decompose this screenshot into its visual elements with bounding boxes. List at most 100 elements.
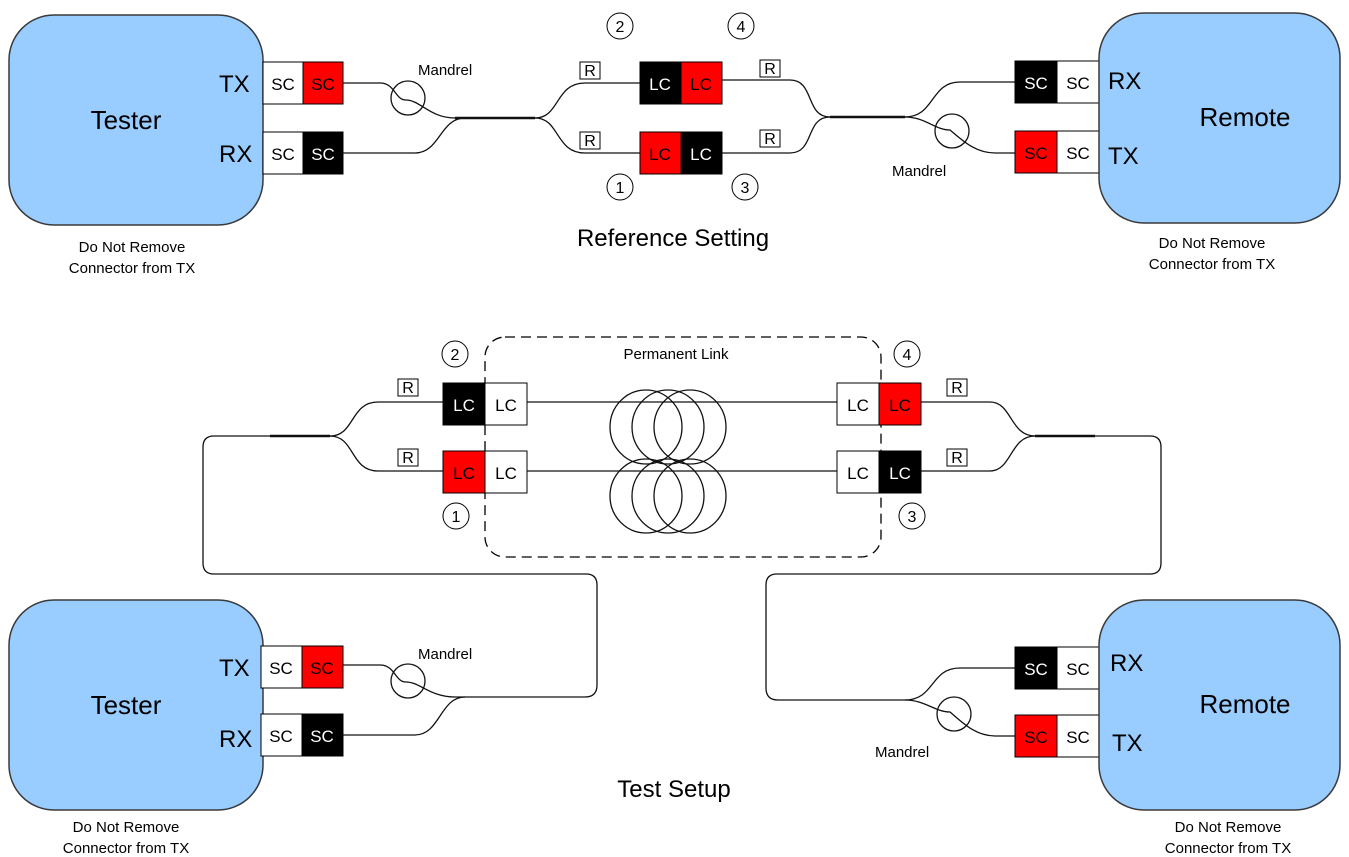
number-3: 3 — [908, 509, 917, 526]
lc-connector-red — [639, 131, 682, 175]
sc-connector-red — [301, 645, 344, 689]
sc-label: SC — [269, 659, 293, 678]
mandrel-label: Mandrel — [418, 646, 472, 663]
lc-label: LC — [495, 396, 517, 415]
lc-connector-black — [442, 382, 486, 426]
r-tag — [759, 59, 781, 78]
tester-rx-label: RX — [219, 141, 252, 168]
lc-label: LC — [495, 464, 517, 483]
warning-left-2: Connector from TX — [63, 840, 189, 857]
reference-setting-section: Tester TX RX SC SC SC SC Do Not Remove C… — [8, 12, 1341, 277]
tester-rx-label: RX — [219, 726, 252, 753]
tester-device — [8, 14, 264, 226]
lc-connector-black — [878, 450, 922, 494]
r-tag — [397, 448, 419, 467]
remote-rx-label: RX — [1108, 68, 1141, 95]
fiber-tx — [343, 82, 456, 119]
sc-label: SC — [269, 727, 293, 746]
lc-label: LC — [649, 75, 671, 94]
sc-connector-white — [262, 131, 304, 175]
r-label: R — [402, 380, 414, 397]
r-tag — [946, 378, 968, 397]
sc-connector-white — [260, 645, 303, 689]
warning-right-1: Do Not Remove — [1159, 235, 1266, 252]
reference-setting-caption: Reference Setting — [577, 225, 769, 252]
fiber-tx — [343, 664, 456, 698]
number-badge-2 — [441, 340, 469, 368]
fiber-split-down — [534, 117, 640, 154]
sc-label: SC — [1024, 728, 1048, 747]
warning-right-2: Connector from TX — [1149, 256, 1275, 273]
fiber-rx — [343, 117, 466, 154]
remote-device — [1098, 599, 1341, 811]
sc-connector-white — [262, 61, 304, 105]
tester-device — [8, 599, 264, 811]
sc-label: SC — [1024, 660, 1048, 679]
sc-label: SC — [271, 75, 295, 94]
lc-label: LC — [847, 464, 869, 483]
fiber-loop-left — [202, 435, 598, 698]
permanent-link-box — [484, 336, 882, 558]
number-2: 2 — [451, 347, 460, 364]
fiber-spool-upper — [609, 389, 727, 465]
mandrel-label: Mandrel — [418, 62, 472, 79]
lc-connector-black — [639, 61, 682, 105]
r-label: R — [402, 450, 414, 467]
sc-connector-black — [301, 713, 344, 757]
fiber-to-remote-rx — [904, 667, 1015, 701]
lc-connector-red — [442, 450, 486, 494]
warning-left-2: Connector from TX — [69, 260, 195, 277]
r-tag — [397, 378, 419, 397]
lc-connector-red — [680, 61, 723, 105]
tester-tx-label: TX — [219, 655, 250, 682]
r-tag — [579, 61, 601, 80]
warning-right-1: Do Not Remove — [1175, 819, 1282, 836]
fiber-merge-up — [722, 79, 831, 118]
r-label: R — [951, 380, 963, 397]
sc-label: SC — [1066, 728, 1090, 747]
fiber-to-remote-rx — [904, 81, 1015, 118]
fiber-spool-lower — [609, 458, 727, 534]
warning-left-1: Do Not Remove — [79, 239, 186, 256]
number-badge-3 — [898, 502, 926, 530]
fiber-split-up — [534, 82, 640, 119]
sc-label: SC — [1066, 660, 1090, 679]
sc-connector-white — [1056, 130, 1100, 174]
remote-tx-label: TX — [1108, 143, 1139, 170]
number-badge-2 — [606, 12, 634, 40]
sc-label: SC — [310, 727, 334, 746]
number-badge-3 — [731, 173, 759, 201]
tester-label: Tester — [91, 690, 162, 720]
number-3: 3 — [741, 180, 750, 197]
number-badge-4 — [893, 340, 921, 368]
number-badge-1 — [442, 502, 470, 530]
r-tag — [759, 129, 781, 148]
lc-connector-white — [836, 450, 880, 494]
sc-connector-white — [1056, 60, 1100, 104]
warning-left-1: Do Not Remove — [73, 819, 180, 836]
tester-tx-label: TX — [219, 71, 250, 98]
number-badge-4 — [727, 12, 755, 40]
number-1: 1 — [616, 180, 625, 197]
fiber-split-down — [329, 435, 443, 472]
tester-label: Tester — [91, 105, 162, 135]
mandrel-coil — [390, 80, 426, 116]
permanent-link-label: Permanent Link — [623, 346, 729, 363]
lc-label: LC — [847, 396, 869, 415]
r-label: R — [764, 61, 776, 78]
sc-label: SC — [311, 145, 335, 164]
lc-connector-red — [878, 382, 922, 426]
sc-label: SC — [271, 145, 295, 164]
r-label: R — [951, 450, 963, 467]
sc-label: SC — [311, 75, 335, 94]
lc-label: LC — [453, 396, 475, 415]
sc-connector-red — [1014, 714, 1058, 758]
r-tag — [579, 131, 601, 150]
r-label: R — [584, 63, 596, 80]
remote-label: Remote — [1199, 102, 1290, 132]
sc-connector-black — [302, 131, 344, 175]
sc-label: SC — [1024, 74, 1048, 93]
warning-right-2: Connector from TX — [1165, 840, 1291, 857]
r-label: R — [584, 133, 596, 150]
